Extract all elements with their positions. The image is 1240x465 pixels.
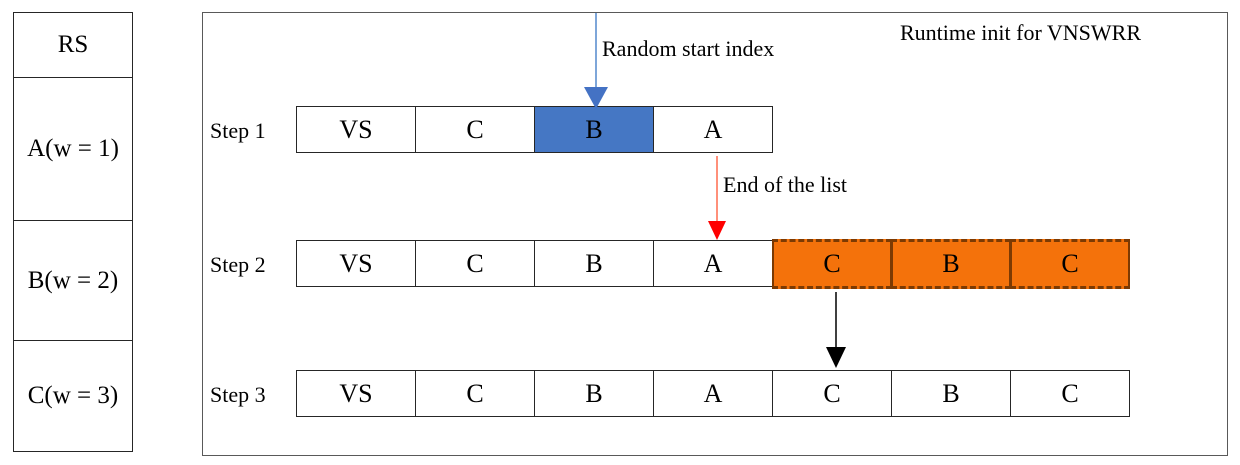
step-3-label: Step 3 [210,382,266,407]
rs-row-a: A(w = 1) [14,78,132,221]
step2-cell-c3-appended: C [1010,239,1130,289]
end-of-list-label: End of the list [723,172,848,197]
step3-cell-vs: VS [296,370,416,417]
rs-row-c: C(w = 3) [27,382,119,409]
step1-cell-a: A [653,106,773,153]
step-1-label: Step 1 [210,118,266,143]
rs-row-b: B(w = 2) [14,221,132,341]
random-start-index-label: Random start index [602,36,775,61]
step2-cell-a: A [653,240,773,287]
diagram-title: Runtime init for VNSWRR [900,20,1141,45]
step1-cell-b-highlighted: B [534,106,654,153]
step1-cell-vs: VS [296,106,416,153]
step-3-row: VS C B A C B C [296,370,1130,417]
step1-cell-c: C [415,106,535,153]
step3-cell-b2: B [891,370,1011,417]
rs-table-header: RS [14,13,132,78]
step3-cell-c3: C [1010,370,1130,417]
step3-cell-c2: C [772,370,892,417]
step2-cell-b2-appended: B [891,239,1011,289]
step2-cell-c: C [415,240,535,287]
step-2-label: Step 2 [210,252,266,277]
step3-cell-b: B [534,370,654,417]
step3-cell-a: A [653,370,773,417]
step2-cell-vs: VS [296,240,416,287]
step-2-row: VS C B A C B C [296,239,1130,289]
step2-cell-c2-appended: C [772,239,892,289]
step3-cell-c: C [415,370,535,417]
rs-table: RS A(w = 1) B(w = 2) C(w = 3) [13,12,133,452]
step-1-row: VS C B A [296,106,773,153]
step2-cell-b: B [534,240,654,287]
